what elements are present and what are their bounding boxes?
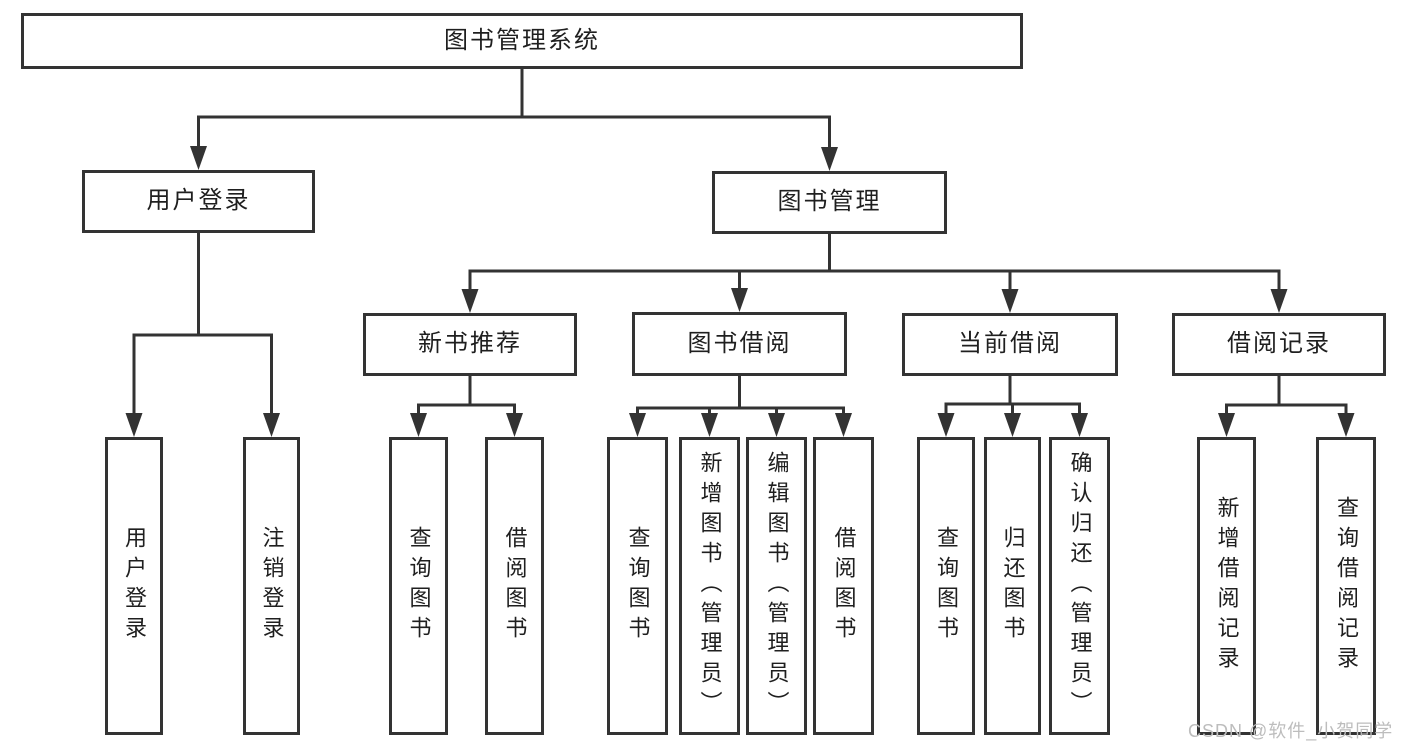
node-cb-query: 查询图书 — [917, 437, 975, 735]
node-bb-add: 新增图书（管理员） — [679, 437, 740, 735]
node-cb-return: 归还图书 — [984, 437, 1041, 735]
node-br-add: 新增借阅记录 — [1197, 437, 1256, 735]
node-bb-query: 查询图书 — [607, 437, 668, 735]
node-bb-edit: 编辑图书（管理员） — [746, 437, 807, 735]
node-cb-confirm: 确认归还（管理员） — [1049, 437, 1110, 735]
watermark: CSDN @软件_小贺同学 — [1188, 721, 1394, 741]
node-system: 图书管理系统 — [21, 13, 1023, 69]
node-logout-leaf: 注销登录 — [243, 437, 300, 735]
node-new-book-rec: 新书推荐 — [363, 313, 577, 376]
node-user-login: 用户登录 — [82, 170, 315, 233]
node-book-mgmt: 图书管理 — [712, 171, 947, 234]
node-cur-borrow: 当前借阅 — [902, 313, 1118, 376]
node-nbr-borrow: 借阅图书 — [485, 437, 544, 735]
node-bb-borrow: 借阅图书 — [813, 437, 874, 735]
node-br-query: 查询借阅记录 — [1316, 437, 1376, 735]
node-user-login-leaf: 用户登录 — [105, 437, 163, 735]
node-borrow-rec: 借阅记录 — [1172, 313, 1386, 376]
node-nbr-query: 查询图书 — [389, 437, 448, 735]
node-book-borrow: 图书借阅 — [632, 312, 847, 376]
